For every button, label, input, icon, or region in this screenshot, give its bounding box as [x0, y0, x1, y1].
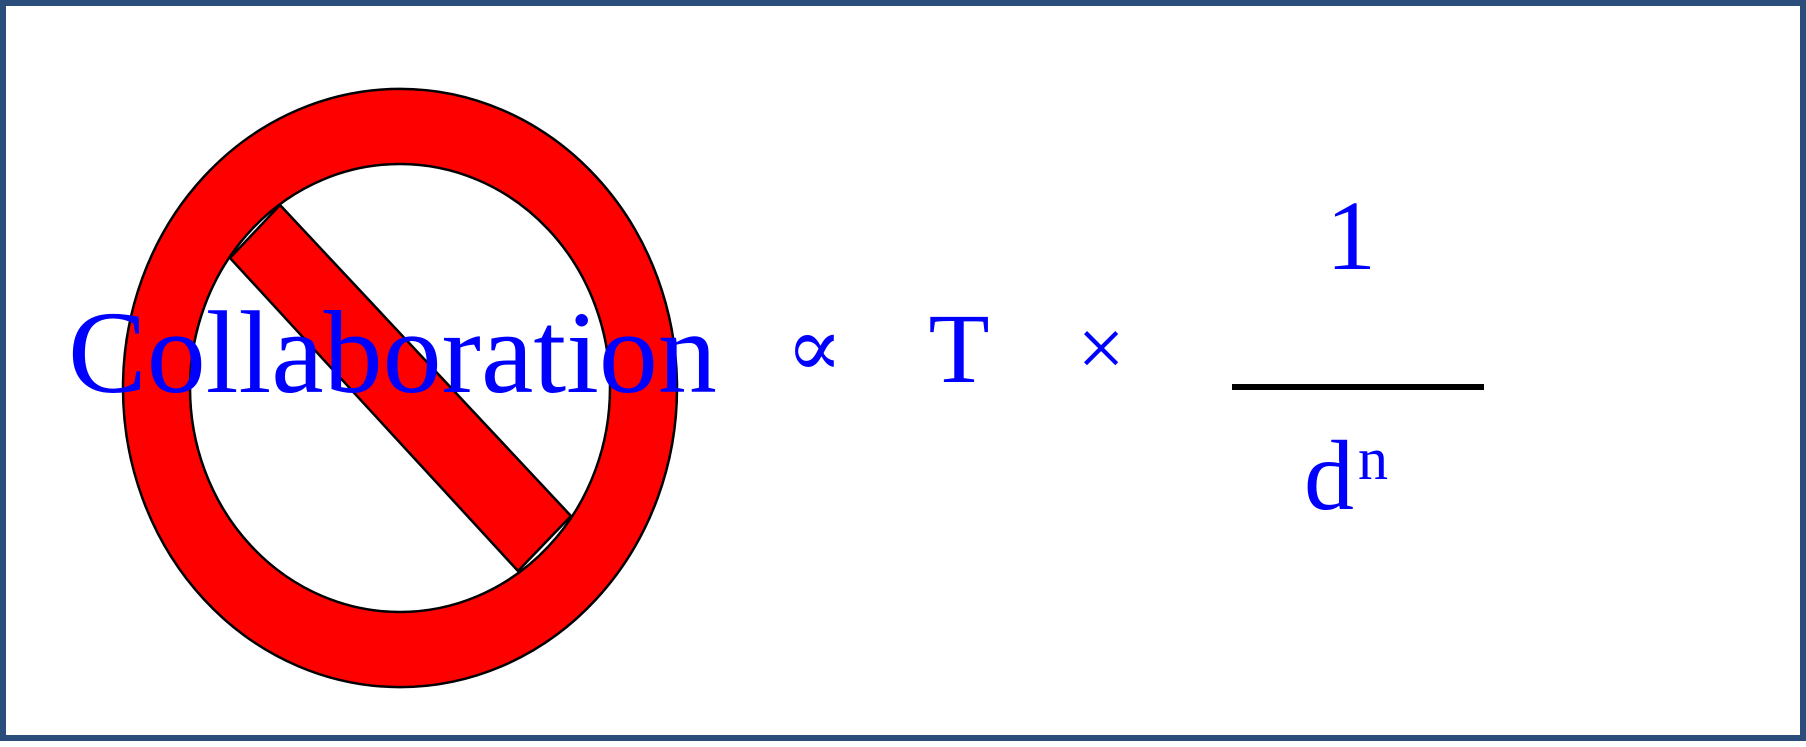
times-symbol: × [1077, 302, 1124, 395]
equation-lhs: Collaboration [68, 287, 717, 418]
fraction-denominator-base: d [1304, 420, 1354, 531]
no-symbol-icon [121, 87, 679, 689]
proportional-symbol: ∝ [786, 302, 843, 395]
fraction-bar [1232, 384, 1484, 390]
factor-t: T [928, 293, 989, 404]
fraction-numerator: 1 [1326, 180, 1376, 291]
diagram-canvas: Collaboration ∝ T × 1 d n [68, 87, 1484, 689]
fraction-denominator-exponent: n [1358, 426, 1388, 492]
